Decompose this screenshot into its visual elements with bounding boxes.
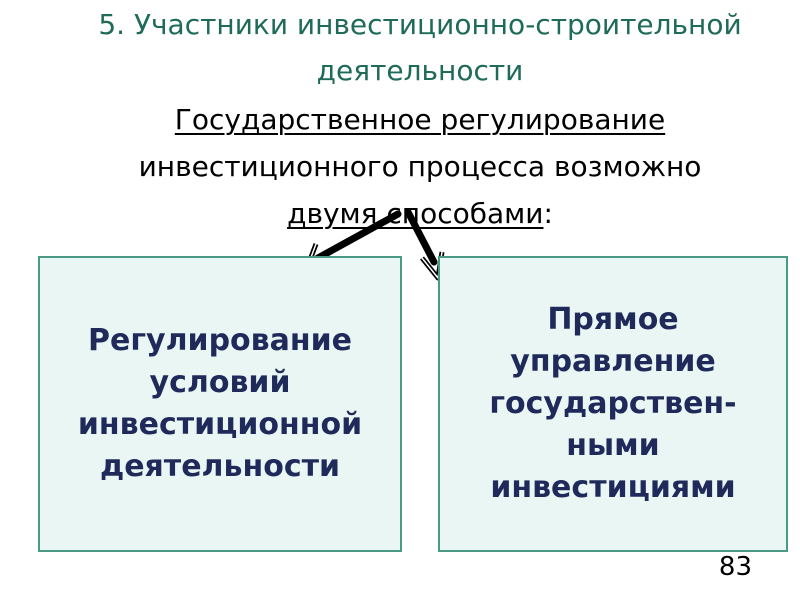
method-box-direct-line-4: ными (566, 428, 660, 463)
slide-title-line-1: 5. Участники инвестиционно-строительной (98, 8, 742, 41)
method-box-regulation: Регулирование условий инвестиционной дея… (38, 256, 402, 552)
method-box-regulation-line-2: условий (149, 365, 291, 400)
statement-line-1: Государственное регулирование (174, 103, 666, 136)
method-box-regulation-line-3: инвестиционной (77, 407, 363, 442)
statement-line-3-underlined: двумя способами (287, 197, 544, 230)
statement-line-3-suffix: : (543, 197, 553, 230)
method-box-direct-line-3: государствен- (489, 386, 737, 421)
method-box-direct-line-5: инвестициями (490, 470, 736, 505)
method-box-direct-line-1: Прямое (547, 302, 679, 337)
statement-text: Государственное регулирование инвестицио… (60, 96, 780, 237)
statement-line-2: инвестиционного процесса возможно (138, 150, 702, 183)
method-box-regulation-line-4: деятельности (99, 449, 341, 484)
slide-title: 5. Участники инвестиционно-строительной … (40, 2, 800, 94)
page-number: 83 (718, 552, 752, 582)
statement-line-3: двумя способами: (60, 190, 780, 237)
method-box-direct-line-2: управление (510, 344, 716, 379)
method-box-direct-management: Прямое управление государствен- ными инв… (438, 256, 788, 552)
slide-title-line-2: деятельности (316, 54, 524, 87)
method-box-regulation-line-1: Регулирование (88, 323, 352, 358)
